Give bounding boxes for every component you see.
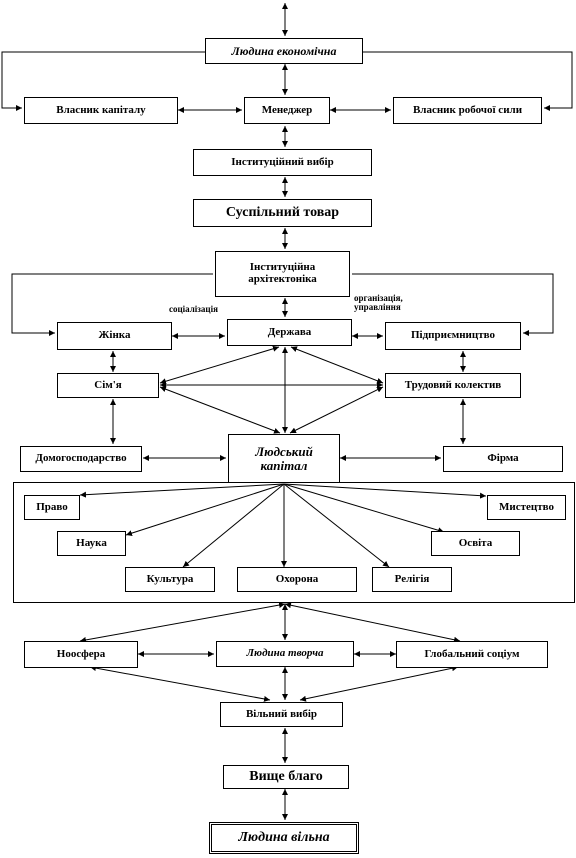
node-mystetstvo: Мистецтво <box>487 495 566 520</box>
label-orhanizatsiia: організація, управління <box>354 293 403 313</box>
node-simia: Сім'я <box>57 373 159 398</box>
arrow-group-hlobal <box>284 602 461 643</box>
node-okhorona: Охорона <box>237 567 357 592</box>
arrow-fan-nauka <box>125 483 285 537</box>
node-instytut-arkhitektonika: Інституційна архітектоніка <box>215 251 350 297</box>
node-trudovyi-kolektyv: Трудовий колектив <box>385 373 521 398</box>
arrow-hlobal-vilnyi <box>299 665 459 702</box>
node-ludyna-tvorcha: Людина творча <box>216 641 354 667</box>
node-instytut-vybir: Інституційний вибір <box>193 149 372 176</box>
node-vlasnyk-roboch-syly: Власник робочої сили <box>393 97 542 124</box>
node-vilnyi-vybir: Вільний вибір <box>220 702 343 727</box>
node-osvita: Освіта <box>431 531 520 556</box>
arrow-ekon-kapital <box>1 51 205 111</box>
node-relihiia: Релігія <box>372 567 452 592</box>
arrow-fan-kultura <box>182 483 285 568</box>
node-suspilnyi-tovar: Суспільний товар <box>193 199 372 227</box>
arrow-arkhitekt-pidpr <box>352 273 554 336</box>
arrow-trudkol-ludkap <box>289 386 384 434</box>
node-domohospodarstvo: Домогосподарство <box>20 446 142 472</box>
node-nauka: Наука <box>57 531 126 556</box>
arrow-fan-pravo <box>79 483 285 498</box>
node-menedzher: Менеджер <box>244 97 330 124</box>
node-pidpryiemnytstvo: Підприємництво <box>385 322 521 350</box>
arrow-group-noosfera <box>79 602 286 643</box>
arrow-simia-ludkap <box>159 386 281 434</box>
arrow-fan-osvita <box>283 483 445 534</box>
arrow-derzhava-trudkol <box>290 346 384 384</box>
arrow-ekon-roboch <box>363 51 573 111</box>
node-ludskyi-kapital: Людський капітал <box>228 434 340 483</box>
label-sotsializatsiia: соціалізація <box>169 304 218 315</box>
node-ludyna-ekonomichna: Людина економічна <box>205 38 363 64</box>
arrow-fan-mystetstvo <box>283 483 487 499</box>
node-vyshche-blaho: Вище благо <box>223 765 349 789</box>
node-kultura: Культура <box>125 567 215 592</box>
node-hlobalnyi-sotsium: Глобальний соціум <box>396 641 548 668</box>
node-zhinka: Жінка <box>57 322 172 350</box>
node-noosfera: Ноосфера <box>24 641 138 668</box>
node-pravo: Право <box>24 495 80 520</box>
node-ludyna-vilna: Людина вільна <box>209 822 359 854</box>
node-derzhava: Держава <box>227 319 352 346</box>
node-firma: Фірма <box>443 446 563 472</box>
node-vlasnyk-kapitalu: Власник капіталу <box>24 97 178 124</box>
arrow-fan-relihiia <box>283 483 390 568</box>
arrow-noosfera-vilnyi <box>89 665 271 702</box>
arrow-simia-derzhava <box>159 345 280 385</box>
arrow-arkhitekt-zhinka <box>11 273 213 336</box>
